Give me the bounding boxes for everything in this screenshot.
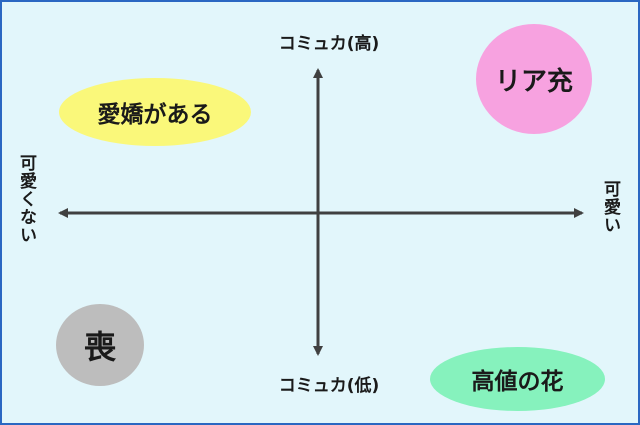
axis-label-not-cute: 可愛くない	[16, 154, 36, 244]
quadrant-label-riajuu: リア充	[494, 66, 573, 97]
quadrant-label-charming: 愛嬌がある	[97, 102, 213, 128]
quadrant-bubble-mo: 喪	[56, 304, 144, 386]
quadrant-bubble-riajuu: リア充	[476, 24, 592, 134]
quadrant-bubble-unattainable: 高値の花	[430, 347, 605, 411]
quadrant-bubble-charming: 愛嬌がある	[59, 78, 251, 146]
quadrant-label-unattainable: 高値の花	[471, 369, 564, 395]
axis-label-high-communication: コミュカ(高)	[278, 34, 380, 54]
axis-label-cute: 可愛い	[600, 180, 620, 234]
quadrant-label-mo: 喪	[83, 328, 116, 366]
axis-label-low-communication: コミュカ(低)	[278, 376, 380, 396]
